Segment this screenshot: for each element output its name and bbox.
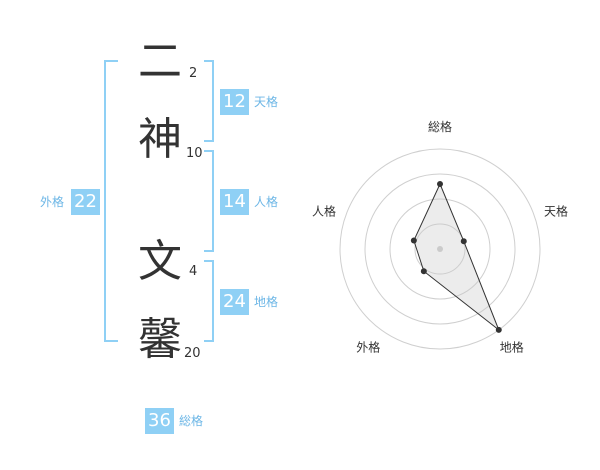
gaikaku-value: 22 [71, 189, 100, 215]
radar-point-4 [420, 268, 427, 275]
stroke-count-1: 2 [189, 66, 198, 81]
radar-ring [339, 148, 541, 350]
radar-center [437, 246, 443, 252]
stroke-count-4: 20 [184, 346, 201, 361]
radar-ring [389, 198, 491, 300]
radar-ring [414, 223, 466, 275]
radar-axis-label-2: 天格 [544, 203, 568, 218]
radar-point-2 [460, 238, 467, 245]
radar-axis-label-4: 外格 [356, 340, 380, 355]
chikaku-value: 24 [220, 289, 249, 315]
name-char-2: 神 [138, 114, 182, 165]
name-char-1: 二 [138, 36, 182, 87]
tenkaku-bracket [204, 60, 214, 142]
radar-axis-label-1: 総格 [428, 119, 452, 134]
name-char-3: 文 [138, 236, 182, 287]
tenkaku-value: 12 [220, 89, 249, 115]
chikaku-label: 地格 [254, 295, 279, 309]
radar-series-polygon [413, 182, 500, 332]
radar-point-5 [410, 237, 417, 244]
stroke-count-2: 10 [186, 146, 203, 161]
radar-ring [364, 173, 516, 325]
radar-axis-label-5: 人格 [312, 203, 336, 218]
chikaku-bracket [204, 260, 214, 342]
radar-axis-label-3: 地格 [500, 340, 524, 355]
jinkaku-label: 人格 [254, 195, 279, 209]
radar-point-3 [495, 326, 502, 333]
gaikaku-bracket [104, 60, 118, 342]
jinkaku-bracket [204, 150, 214, 252]
tenkaku-label: 天格 [254, 95, 279, 109]
stroke-count-3: 4 [189, 264, 198, 279]
radar-point-1 [437, 181, 443, 187]
soukaku-label: 総格 [179, 414, 204, 428]
soukaku-value: 36 [145, 408, 174, 434]
jinkaku-value: 14 [220, 189, 249, 215]
gaikaku-label: 外格 [40, 195, 65, 209]
name-char-4: 馨 [138, 314, 182, 365]
